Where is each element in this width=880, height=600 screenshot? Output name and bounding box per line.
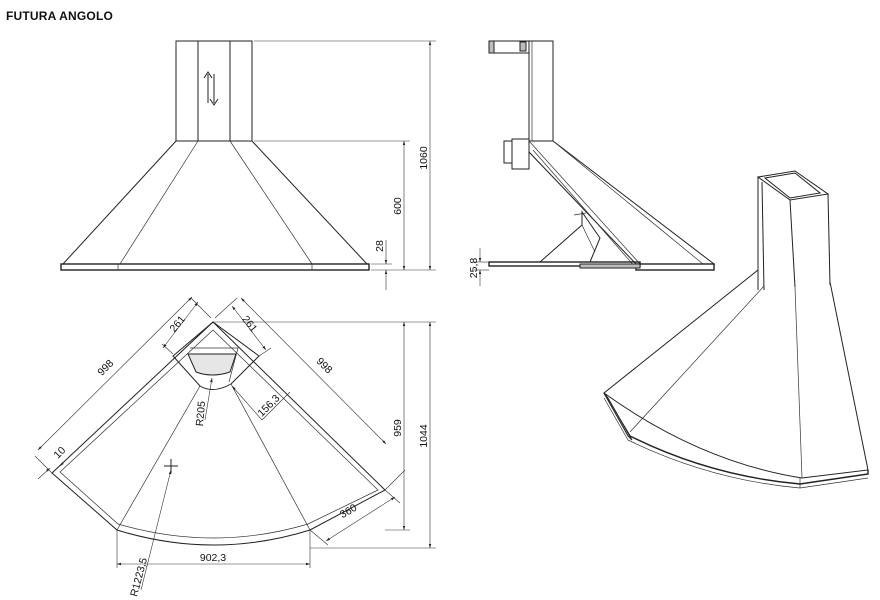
drawing-title: FUTURA ANGOLO	[6, 9, 114, 23]
perspective-hood-body	[603, 269, 869, 479]
dim-plan-chimney-offset: 156,3	[255, 392, 282, 419]
dim-front-hood-height: 600	[392, 197, 404, 215]
plan-view: 261 261 998 998 10 R205 156,3 959 1044 3…	[34, 296, 436, 598]
dim-front-lip-height: 28	[374, 240, 386, 252]
side-motor-bracket	[511, 138, 530, 170]
front-hood-body	[61, 140, 369, 265]
dim-side-lip-height: 25,8	[468, 258, 480, 279]
dim-plan-front-width: 902,3	[200, 552, 226, 564]
dim-front-total-height: 1060	[418, 146, 430, 170]
dim-plan-short-left: 261	[167, 313, 188, 334]
front-view: 1060 600 28	[60, 40, 436, 290]
side-support	[539, 210, 601, 263]
telescopic-arrow-icon	[203, 71, 219, 106]
plan-dimension-lines	[34, 296, 436, 591]
perspective-view	[603, 170, 869, 489]
side-view: 25,8	[468, 40, 716, 286]
front-dimension-lines	[254, 40, 436, 290]
dim-plan-short-right: 261	[239, 314, 259, 335]
front-lip	[60, 263, 370, 271]
dim-plan-depth-total: 1044	[418, 424, 430, 448]
side-hood-body	[528, 140, 716, 265]
dim-plan-front-radius: R1223,5	[128, 556, 150, 598]
dim-plan-edge: 10	[52, 444, 69, 461]
plan-outline	[51, 321, 386, 546]
dim-plan-long-right: 998	[314, 355, 335, 376]
dim-plan-side-width: 360	[338, 502, 359, 521]
dim-plan-chimney-radius: R205	[194, 401, 208, 427]
dim-plan-depth-inner: 959	[392, 419, 404, 437]
